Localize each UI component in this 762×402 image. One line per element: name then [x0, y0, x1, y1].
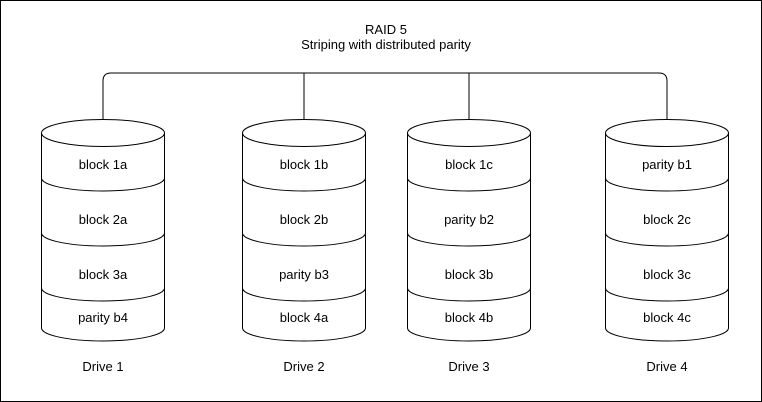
cylinder-body — [605, 133, 729, 342]
cylinder-divider — [41, 232, 165, 247]
cylinder-divider — [407, 177, 531, 192]
block-label: block 3b — [445, 267, 493, 282]
cylinder-top — [242, 119, 366, 147]
cylinder-divider — [242, 177, 366, 192]
diagram-title: RAID 5 — [365, 22, 407, 37]
bus-line — [102, 72, 668, 119]
block-label: block 1b — [280, 157, 328, 172]
drive-cylinder-icon: block 1c parity b2 block 3b block 4b — [407, 119, 531, 342]
diagram-subtitle: Striping with distributed parity — [301, 37, 471, 52]
block-label: block 2c — [643, 212, 691, 227]
block-label: block 1c — [445, 157, 493, 172]
cylinder-divider — [41, 177, 165, 192]
block-label: parity b3 — [279, 267, 329, 282]
cylinder-body — [41, 133, 165, 342]
block-label: parity b2 — [444, 212, 494, 227]
drive-1: block 1a block 2a block 3a parity b4 Dri… — [40, 118, 166, 374]
drive-label: Drive 3 — [448, 359, 490, 374]
cylinder-body — [407, 133, 531, 342]
drive-label: Drive 4 — [646, 359, 688, 374]
cylinder-top — [41, 119, 165, 147]
drive-2: block 1b block 2b parity b3 block 4a Dri… — [241, 118, 367, 374]
block-label: block 2a — [79, 212, 128, 227]
block-label: block 1a — [79, 157, 128, 172]
block-label: block 3c — [643, 267, 691, 282]
drive-4: parity b1 block 2c block 3c block 4c Dri… — [604, 118, 730, 374]
drive-label: Drive 2 — [283, 359, 325, 374]
cylinder-divider — [605, 232, 729, 247]
block-label: block 3a — [79, 267, 128, 282]
block-label: block 4c — [643, 310, 691, 325]
block-label: block 4a — [280, 310, 329, 325]
cylinder-divider — [242, 287, 366, 302]
cylinder-top — [407, 119, 531, 147]
cylinder-divider — [242, 232, 366, 247]
cylinder-divider — [407, 287, 531, 302]
block-label: block 2b — [280, 212, 328, 227]
drive-cylinder-icon: block 1b block 2b parity b3 block 4a — [242, 119, 366, 342]
block-label: parity b1 — [642, 157, 692, 172]
cylinder-divider — [41, 287, 165, 302]
drive-label: Drive 1 — [82, 359, 124, 374]
cylinder-divider — [407, 232, 531, 247]
block-label: parity b4 — [78, 310, 128, 325]
drive-3: block 1c parity b2 block 3b block 4b Dri… — [406, 118, 532, 374]
cylinder-divider — [605, 287, 729, 302]
block-label: block 4b — [445, 310, 493, 325]
cylinder-body — [242, 133, 366, 342]
drive-cylinder-icon: block 1a block 2a block 3a parity b4 — [41, 119, 165, 342]
drive-cylinder-icon: parity b1 block 2c block 3c block 4c — [605, 119, 729, 342]
diagram-title-block: RAID 5 Striping with distributed parity — [301, 22, 471, 52]
cylinder-divider — [605, 177, 729, 192]
cylinder-top — [605, 119, 729, 147]
